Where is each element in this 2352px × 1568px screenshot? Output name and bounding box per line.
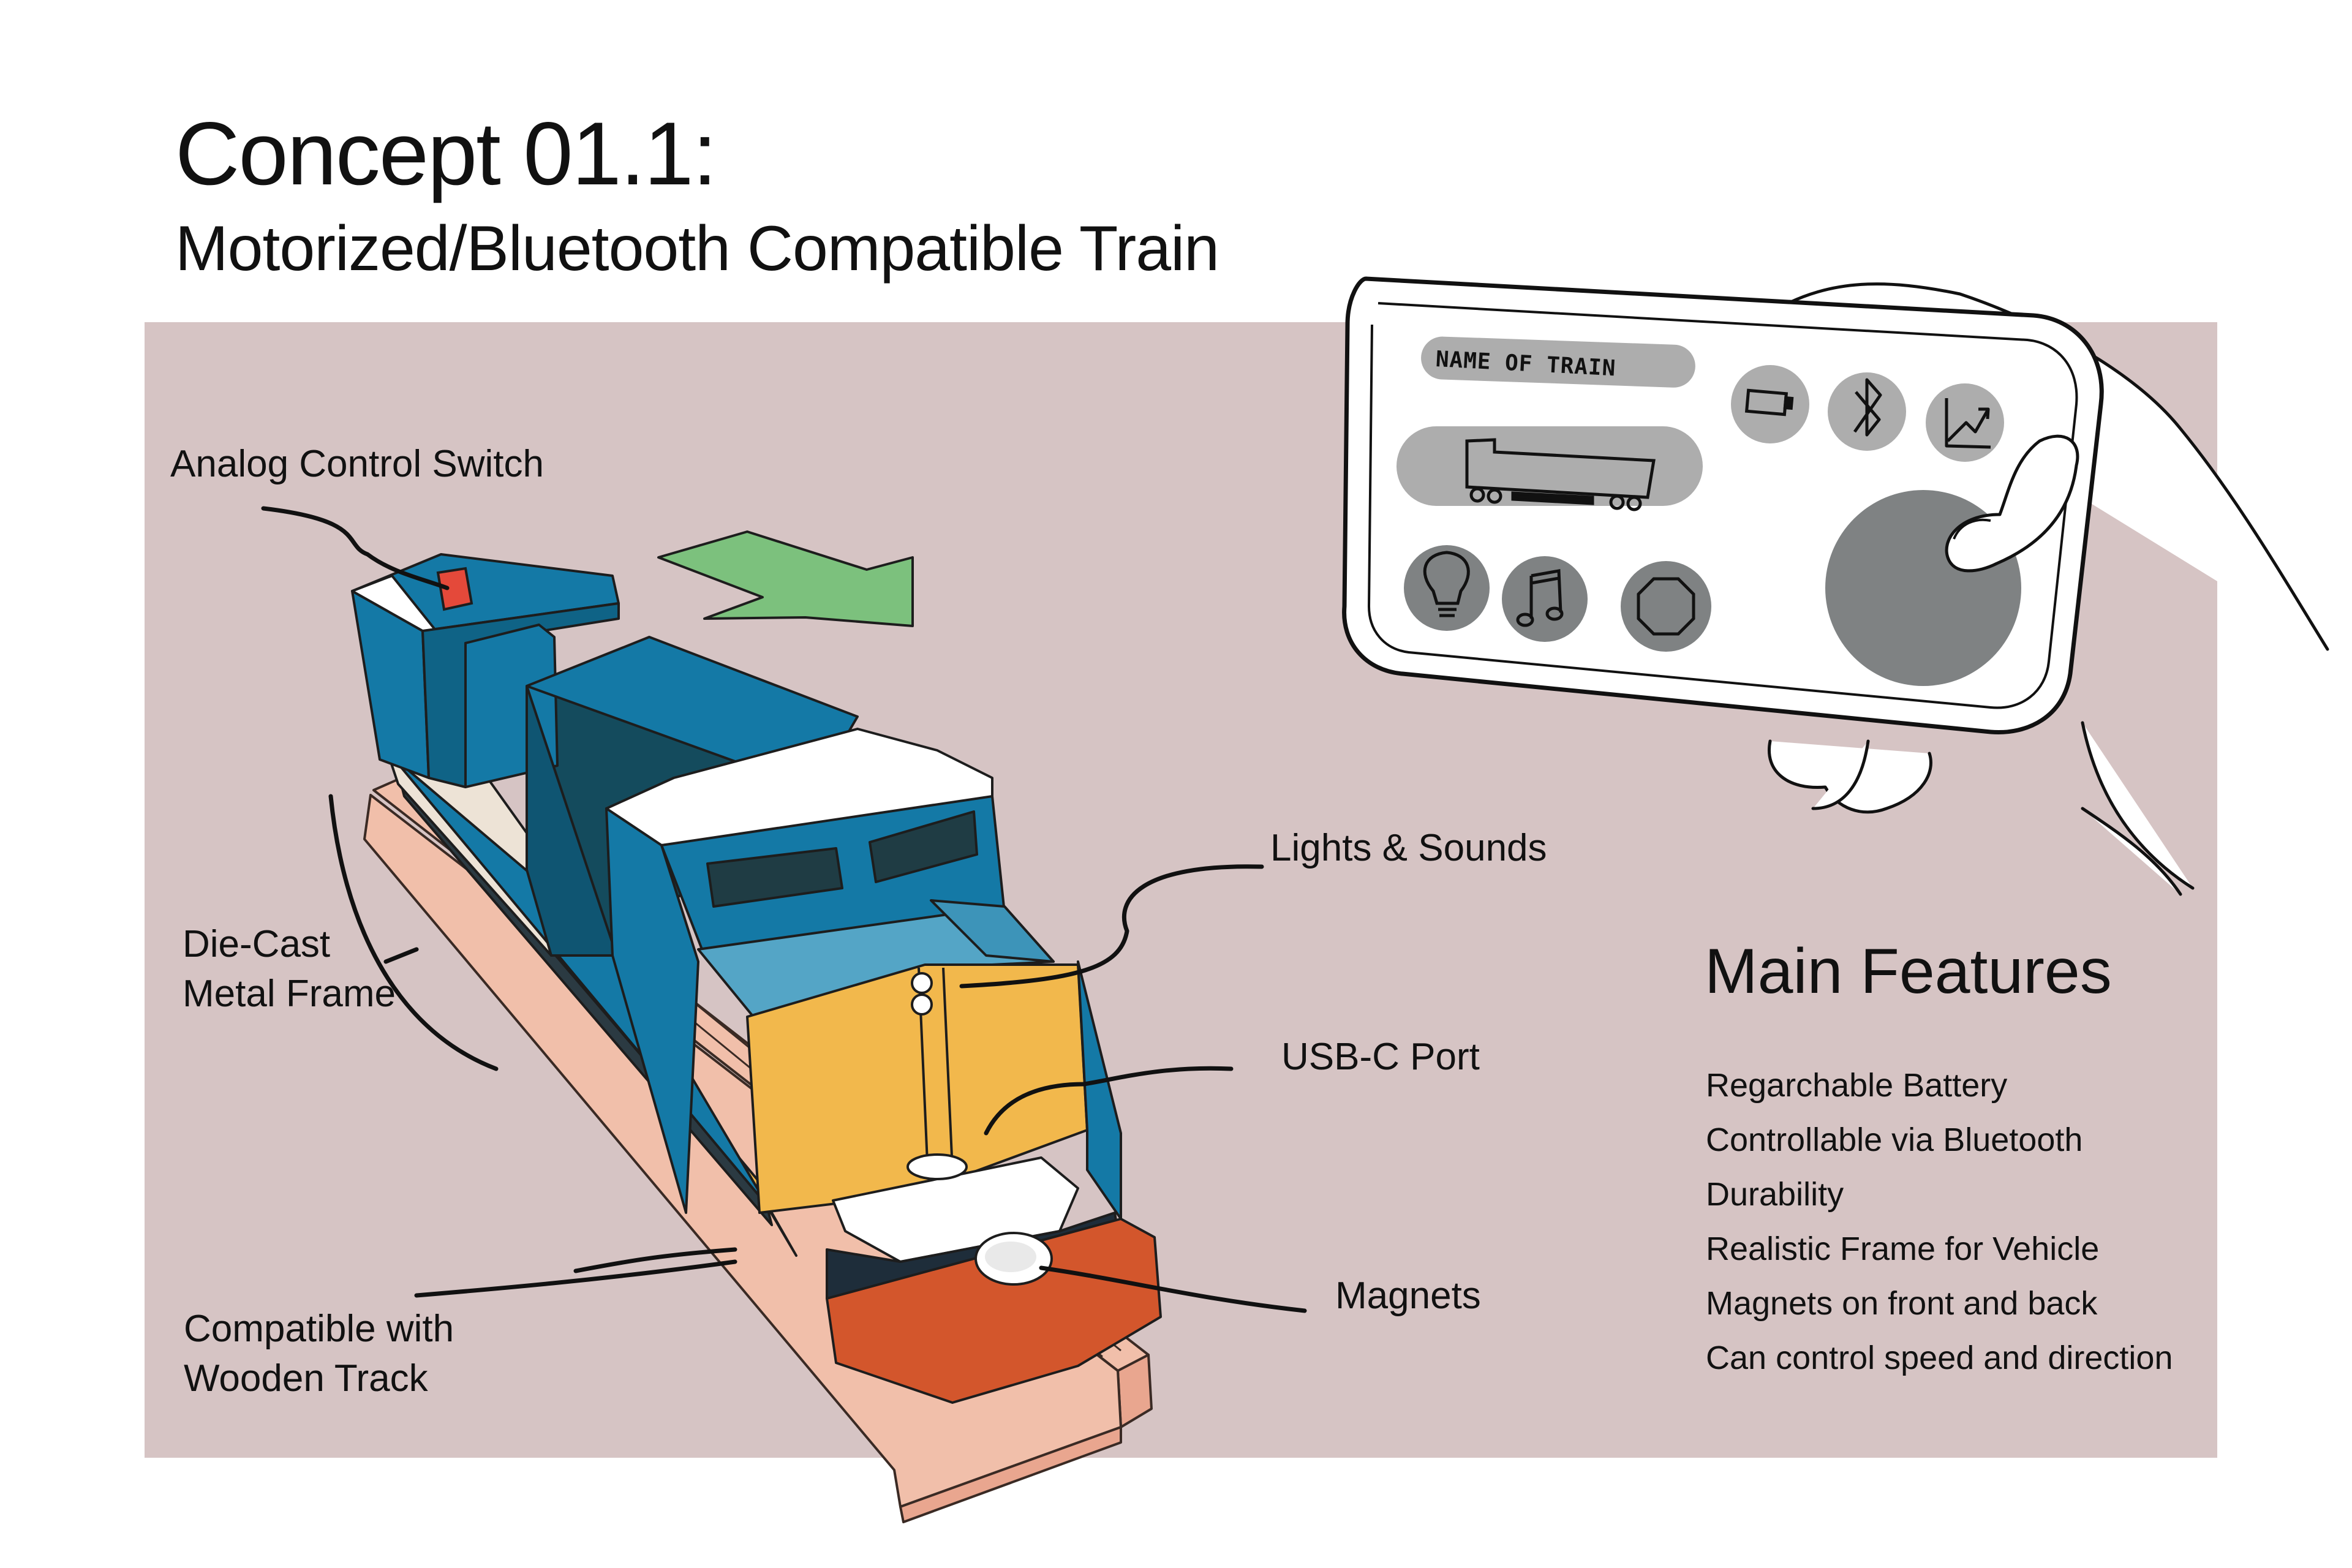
label-analog-control-switch: Analog Control Switch [170,443,544,485]
battery-button [1731,365,1809,443]
label-magnets: Magnets [1335,1275,1481,1317]
leader-die-cast [328,794,499,1071]
battery-icon [1744,388,1794,417]
stop-button [1621,561,1711,652]
label-wooden-track-line1: Compatible with [184,1308,454,1350]
page-title: Concept 01.1: [175,104,717,203]
leader-wooden-track [414,1247,737,1298]
remote-controller [1342,276,2104,735]
lightbulb-icon [1423,551,1470,617]
feature-item: Realistic Frame for Vehicle [1706,1231,2100,1267]
remote-name-bar [1421,336,1695,388]
page-subtitle: Motorized/Bluetooth Compatible Train [175,213,1219,284]
features-list: Regarchable Battery Controllable via Blu… [1706,1058,2173,1385]
feature-item: Regarchable Battery [1706,1067,2008,1104]
features-heading: Main Features [1705,936,2112,1007]
feature-item: Magnets on front and back [1706,1285,2098,1322]
thumb [1945,434,2079,573]
train-icon [1465,438,1656,511]
leader-analog-switch [261,506,450,590]
direction-arrow [657,530,914,627]
stop-icon [1637,577,1695,636]
chart-icon [1945,398,1991,449]
label-lights-sounds: Lights & Sounds [1270,827,1547,869]
leader-lights [959,864,1264,989]
label-die-cast-line2: Metal Frame [183,973,396,1015]
callout-lines [261,506,1307,1313]
feature-item: Can control speed and direction [1706,1340,2173,1376]
leader-magnets [1039,1265,1307,1313]
lightbulb-button [1404,545,1490,631]
label-die-cast-line1: Die-Cast [183,923,331,965]
feature-item: Controllable via Bluetooth [1706,1121,2083,1158]
thumbnail [1953,518,1991,540]
music-button [1502,556,1588,642]
leader-die-cast-tick [383,947,419,964]
headlight-lower [911,993,933,1016]
leader-usb [984,1066,1234,1136]
music-note-icon [1529,569,1562,619]
analog-switch [436,567,473,611]
label-wooden-track-line2: Wooden Track [184,1357,428,1400]
bluetooth-icon [1853,378,1882,437]
headlight-upper [911,972,933,994]
label-usb-c-port: USB-C Port [1281,1036,1480,1078]
feature-item: Durability [1706,1176,1844,1213]
train-body [351,553,1162,1404]
